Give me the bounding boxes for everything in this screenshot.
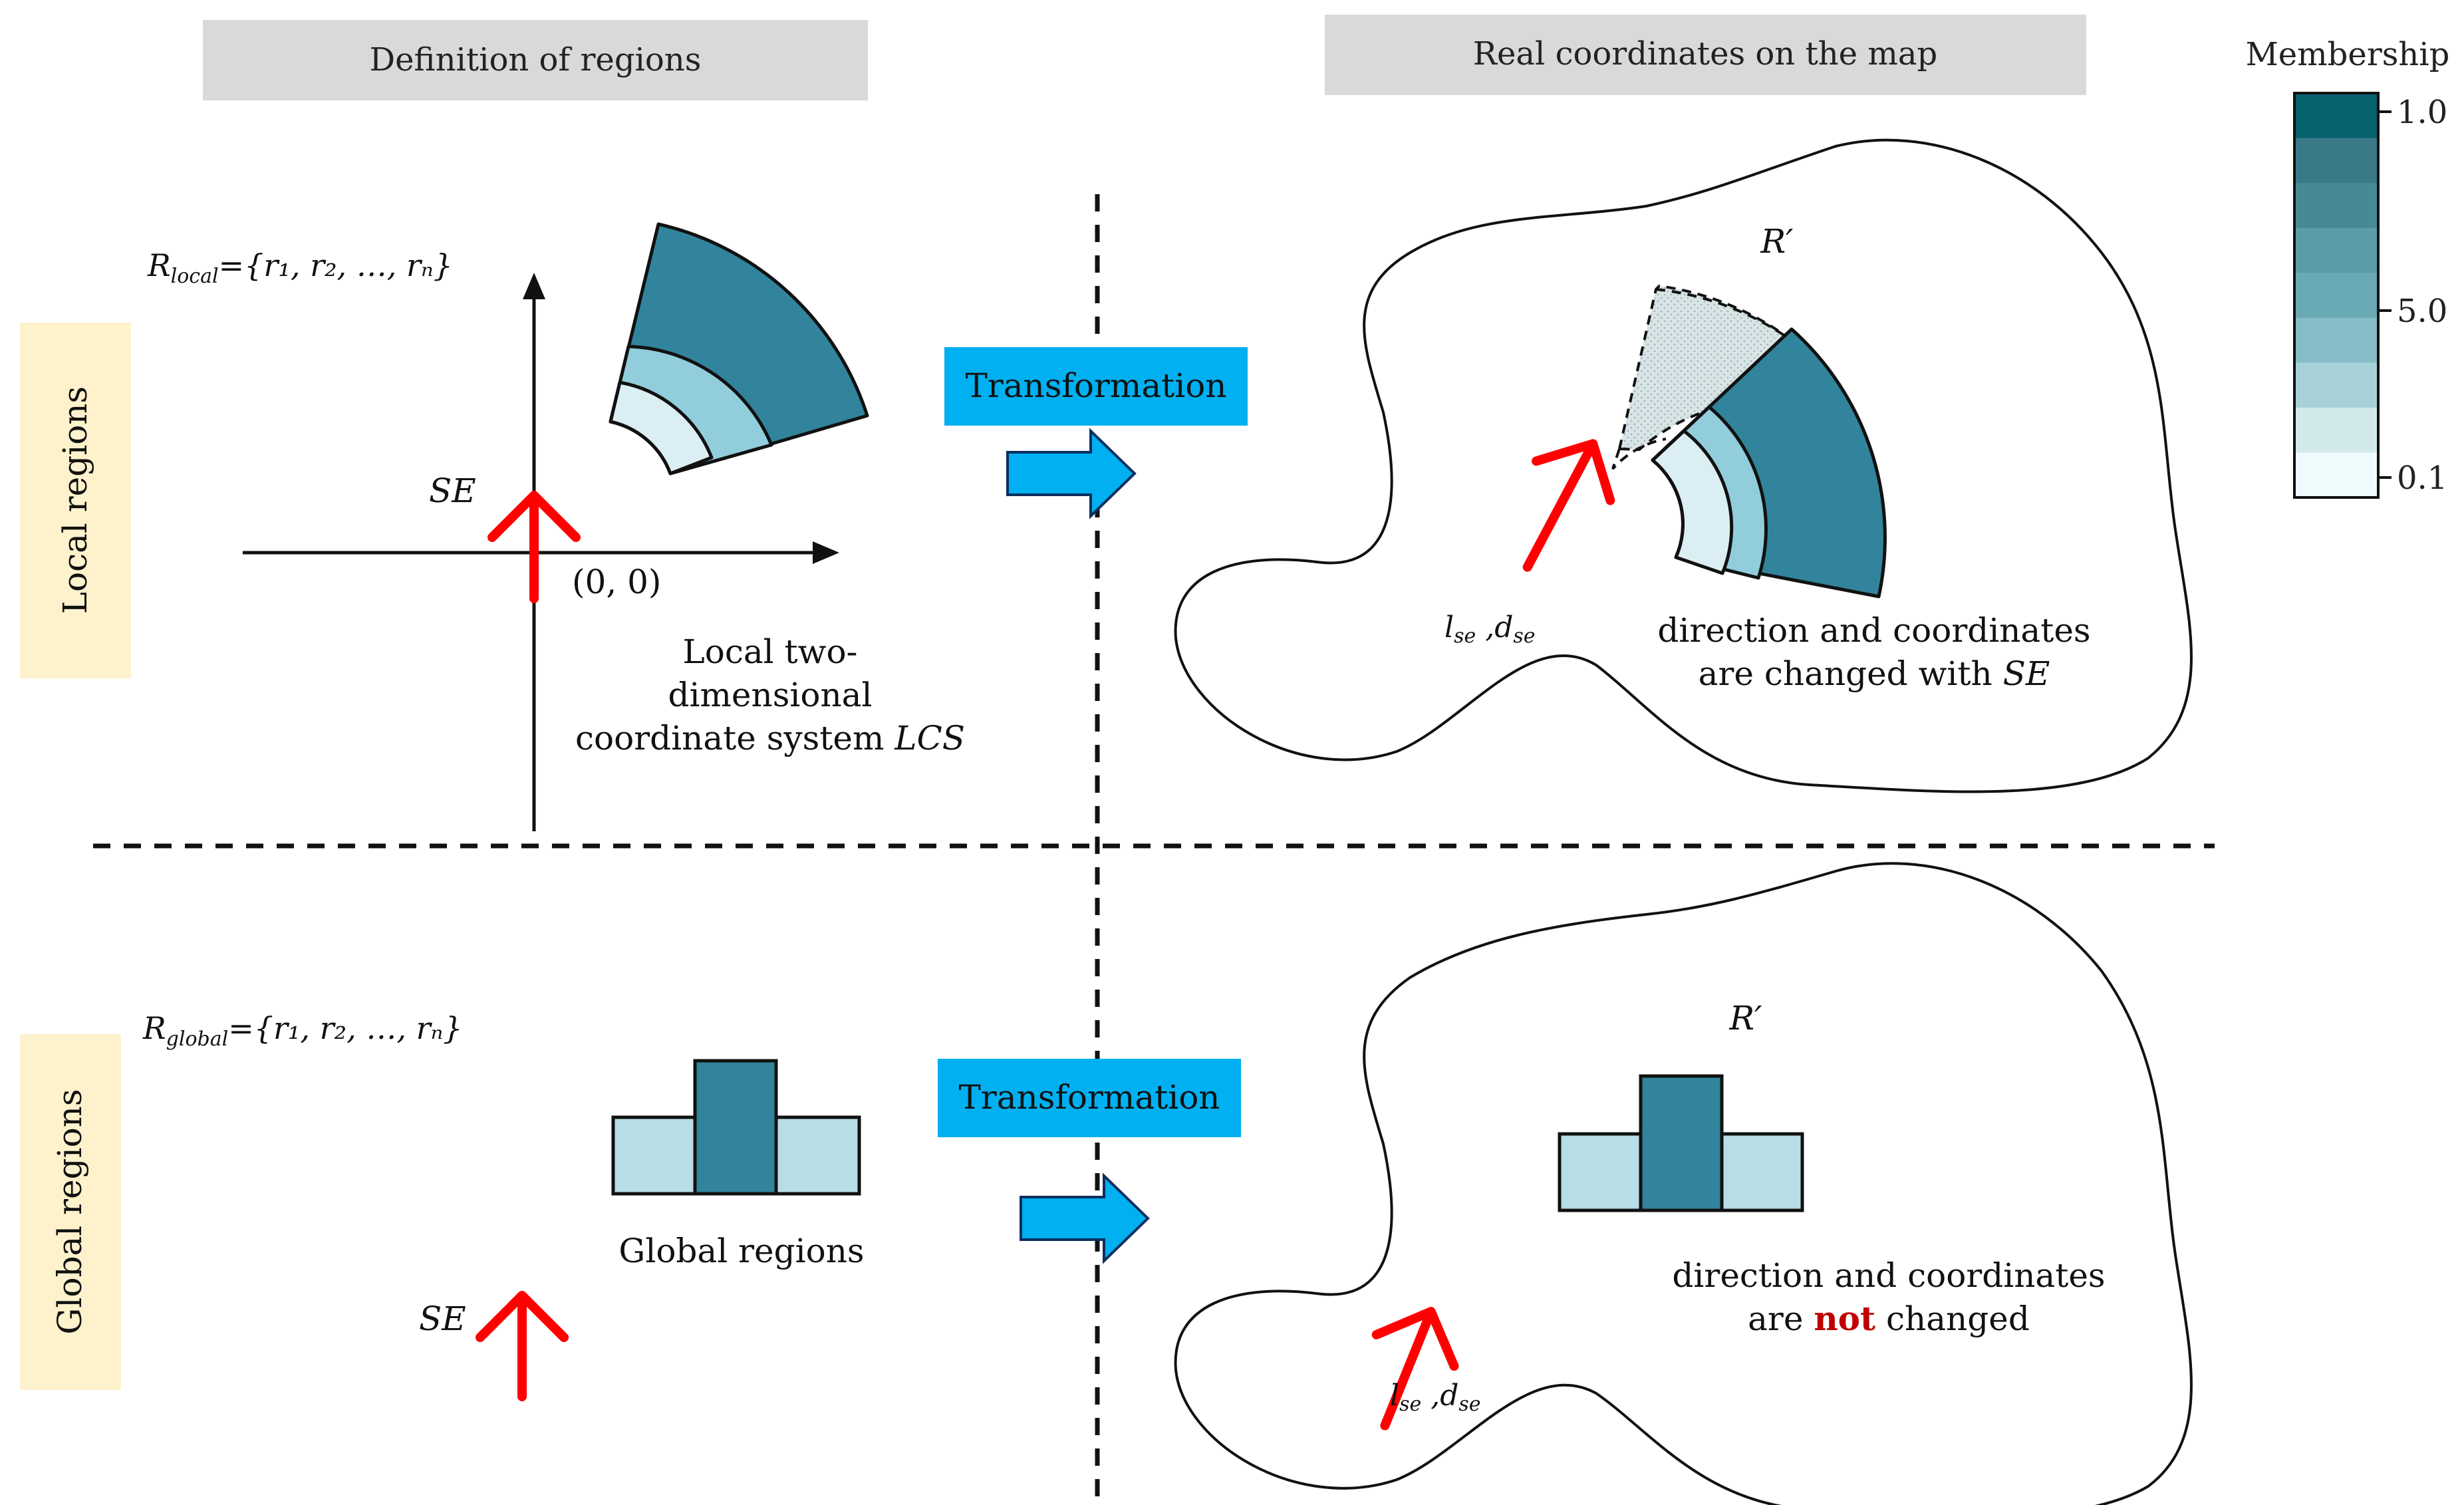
local-map-region-label: R′ <box>1760 222 1794 261</box>
row-label-global-text: Global regions <box>51 1089 89 1334</box>
global-note-line2: are not changed <box>1748 1299 2030 1338</box>
global-note-line1: direction and coordinates <box>1672 1256 2105 1295</box>
global-map-boundary <box>1174 862 2193 1505</box>
local-map-boundary <box>1174 138 2193 793</box>
legend-band <box>2294 452 2378 498</box>
lcs-caption-line3: coordinate system LCS <box>575 719 965 757</box>
legend-title: Membership <box>2246 36 2450 73</box>
global-se-label: SE <box>419 1300 466 1338</box>
global-map-region-label: R′ <box>1729 999 1763 1037</box>
legend-band <box>2294 183 2378 229</box>
legend-band <box>2294 407 2378 453</box>
legend-tick-bottom: 0.1 <box>2397 460 2447 497</box>
lcs-caption-line1: Local two- <box>683 632 858 671</box>
origin-label: (0, 0) <box>572 563 661 601</box>
row-label-local-bg <box>20 323 131 678</box>
legend-band <box>2294 227 2378 273</box>
local-position-label: lse ,dse <box>1444 611 1536 648</box>
global-transformation-label: Transformation <box>938 1059 1241 1137</box>
global-se-arrow-icon <box>476 1291 569 1401</box>
row-label-local-text: Local regions <box>56 386 94 614</box>
local-region-sectors <box>609 222 869 476</box>
global-map-region-blocks <box>1558 1074 1804 1212</box>
global-position-label: lse ,dse <box>1390 1379 1481 1416</box>
header-definition-of-regions: Definition of regions <box>203 20 868 100</box>
lcs-caption-line2: dimensional <box>668 676 873 714</box>
legend-band <box>2294 362 2378 408</box>
svg-text:Transformation: Transformation <box>965 366 1226 405</box>
header-real-coordinates: Real coordinates on the map <box>1325 15 2086 95</box>
legend-band <box>2294 93 2378 139</box>
local-note-line1: direction and coordinates <box>1657 611 2090 650</box>
global-set-definition: Rglobal={r₁, r₂, …, rₙ} <box>142 1010 463 1051</box>
legend-tick-middle: 5.0 <box>2397 293 2447 330</box>
global-map-se-arrow-icon <box>1371 1307 1459 1431</box>
legend-band <box>2294 317 2378 363</box>
header-right-bg <box>1325 15 2086 95</box>
row-label-global: Global regions <box>20 1034 121 1390</box>
local-transformation-label: Transformation <box>944 347 1248 426</box>
legend-ticks <box>2378 110 2392 479</box>
local-note-line2: are changed with SE <box>1699 654 2050 693</box>
legend-tick-top: 1.0 <box>2397 94 2447 131</box>
row-label-local: Local regions <box>20 323 131 678</box>
local-transform-arrow-icon <box>1006 428 1137 519</box>
transformed-local-sectors <box>1651 327 1887 599</box>
header-right-text: Real coordinates on the map <box>1473 35 1937 72</box>
header-left-bg <box>203 20 868 100</box>
legend-color-scale <box>2294 93 2378 498</box>
se-arrow-icon <box>487 491 581 603</box>
header-left-text: Definition of regions <box>370 41 702 78</box>
global-regions-caption: Global regions <box>618 1232 864 1270</box>
local-map-se-arrow-icon <box>1522 439 1615 572</box>
legend-frame <box>2293 92 2380 499</box>
local-set-definition: Rlocal={r₁, r₂, …, rₙ} <box>147 247 453 288</box>
global-region-blocks <box>611 1059 861 1196</box>
legend-band <box>2294 273 2378 319</box>
svg-text:Transformation: Transformation <box>958 1078 1220 1117</box>
row-label-global-bg <box>20 1034 121 1390</box>
local-se-label: SE <box>429 472 476 510</box>
legend-band <box>2294 138 2378 184</box>
global-transform-arrow-icon <box>1020 1172 1150 1264</box>
